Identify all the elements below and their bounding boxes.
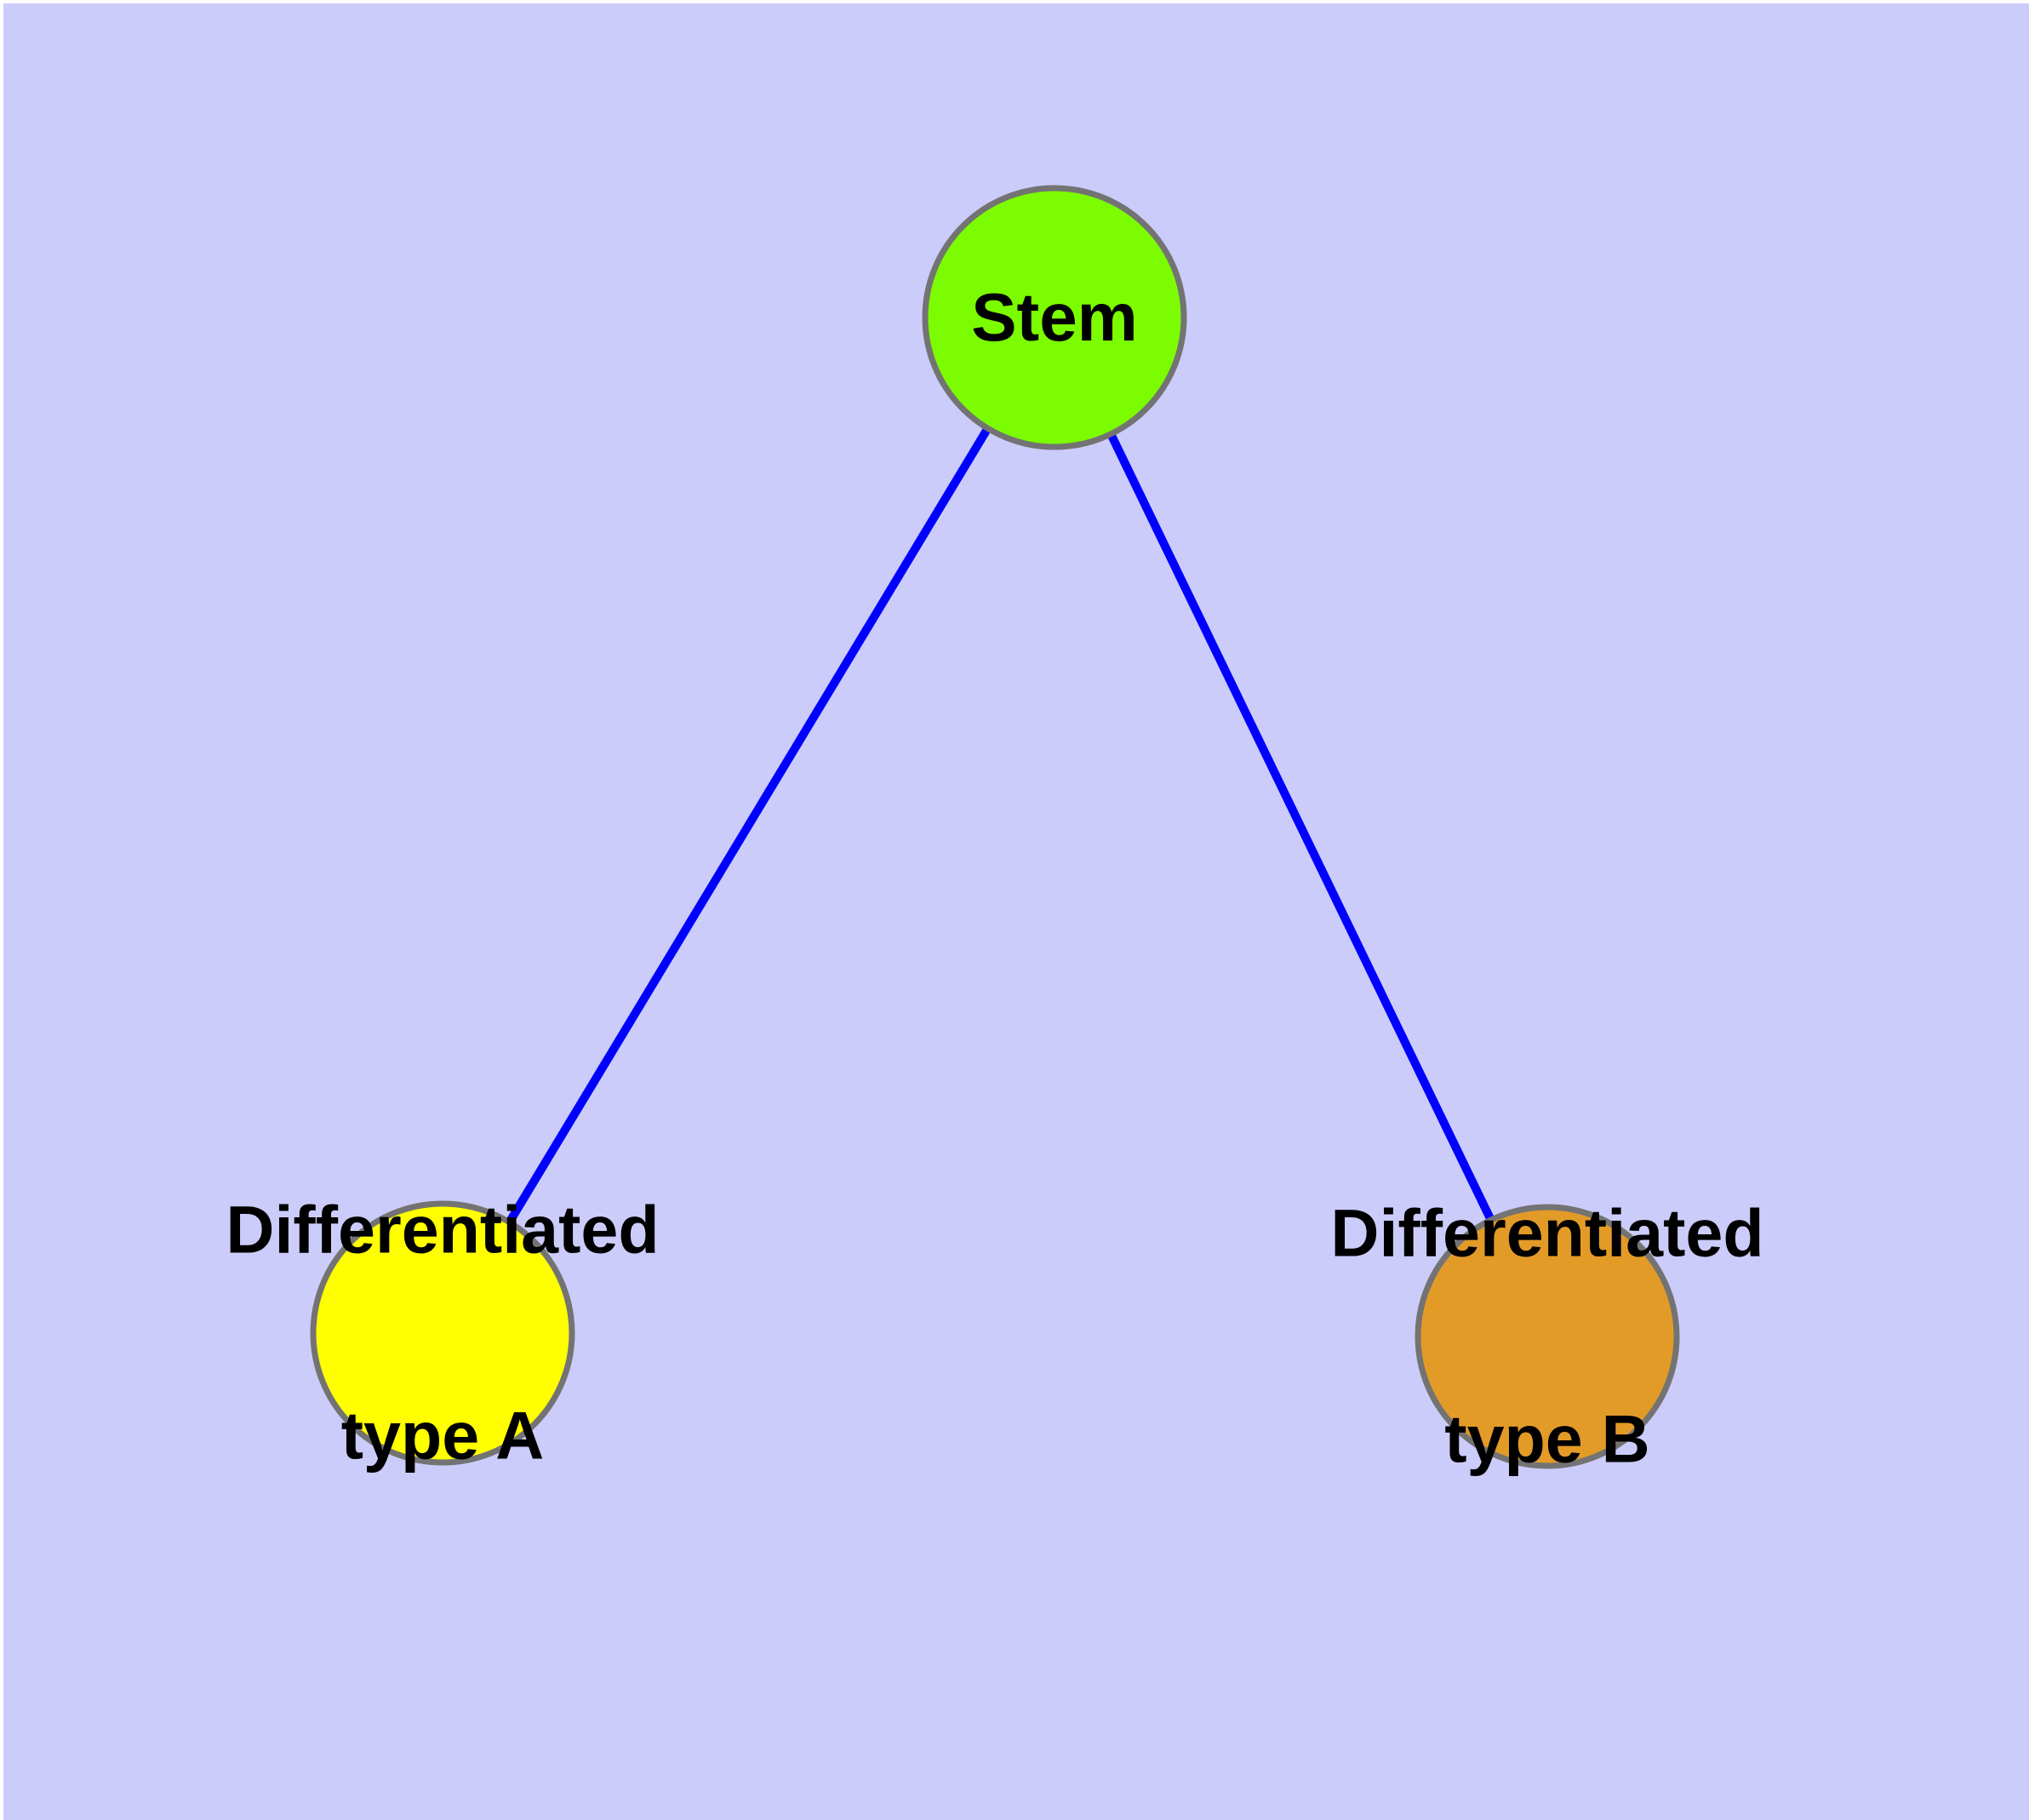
edge-stem-to-differentiated-type-a [438, 315, 1059, 1336]
node-differentiated-type-b[interactable] [1415, 1204, 1680, 1469]
node-layer [310, 185, 1680, 1469]
node-differentiated-type-a[interactable] [310, 1200, 575, 1466]
edge-layer [438, 315, 1552, 1339]
edge-stem-to-differentiated-type-b [1050, 315, 1552, 1339]
node-stem[interactable] [922, 185, 1187, 450]
